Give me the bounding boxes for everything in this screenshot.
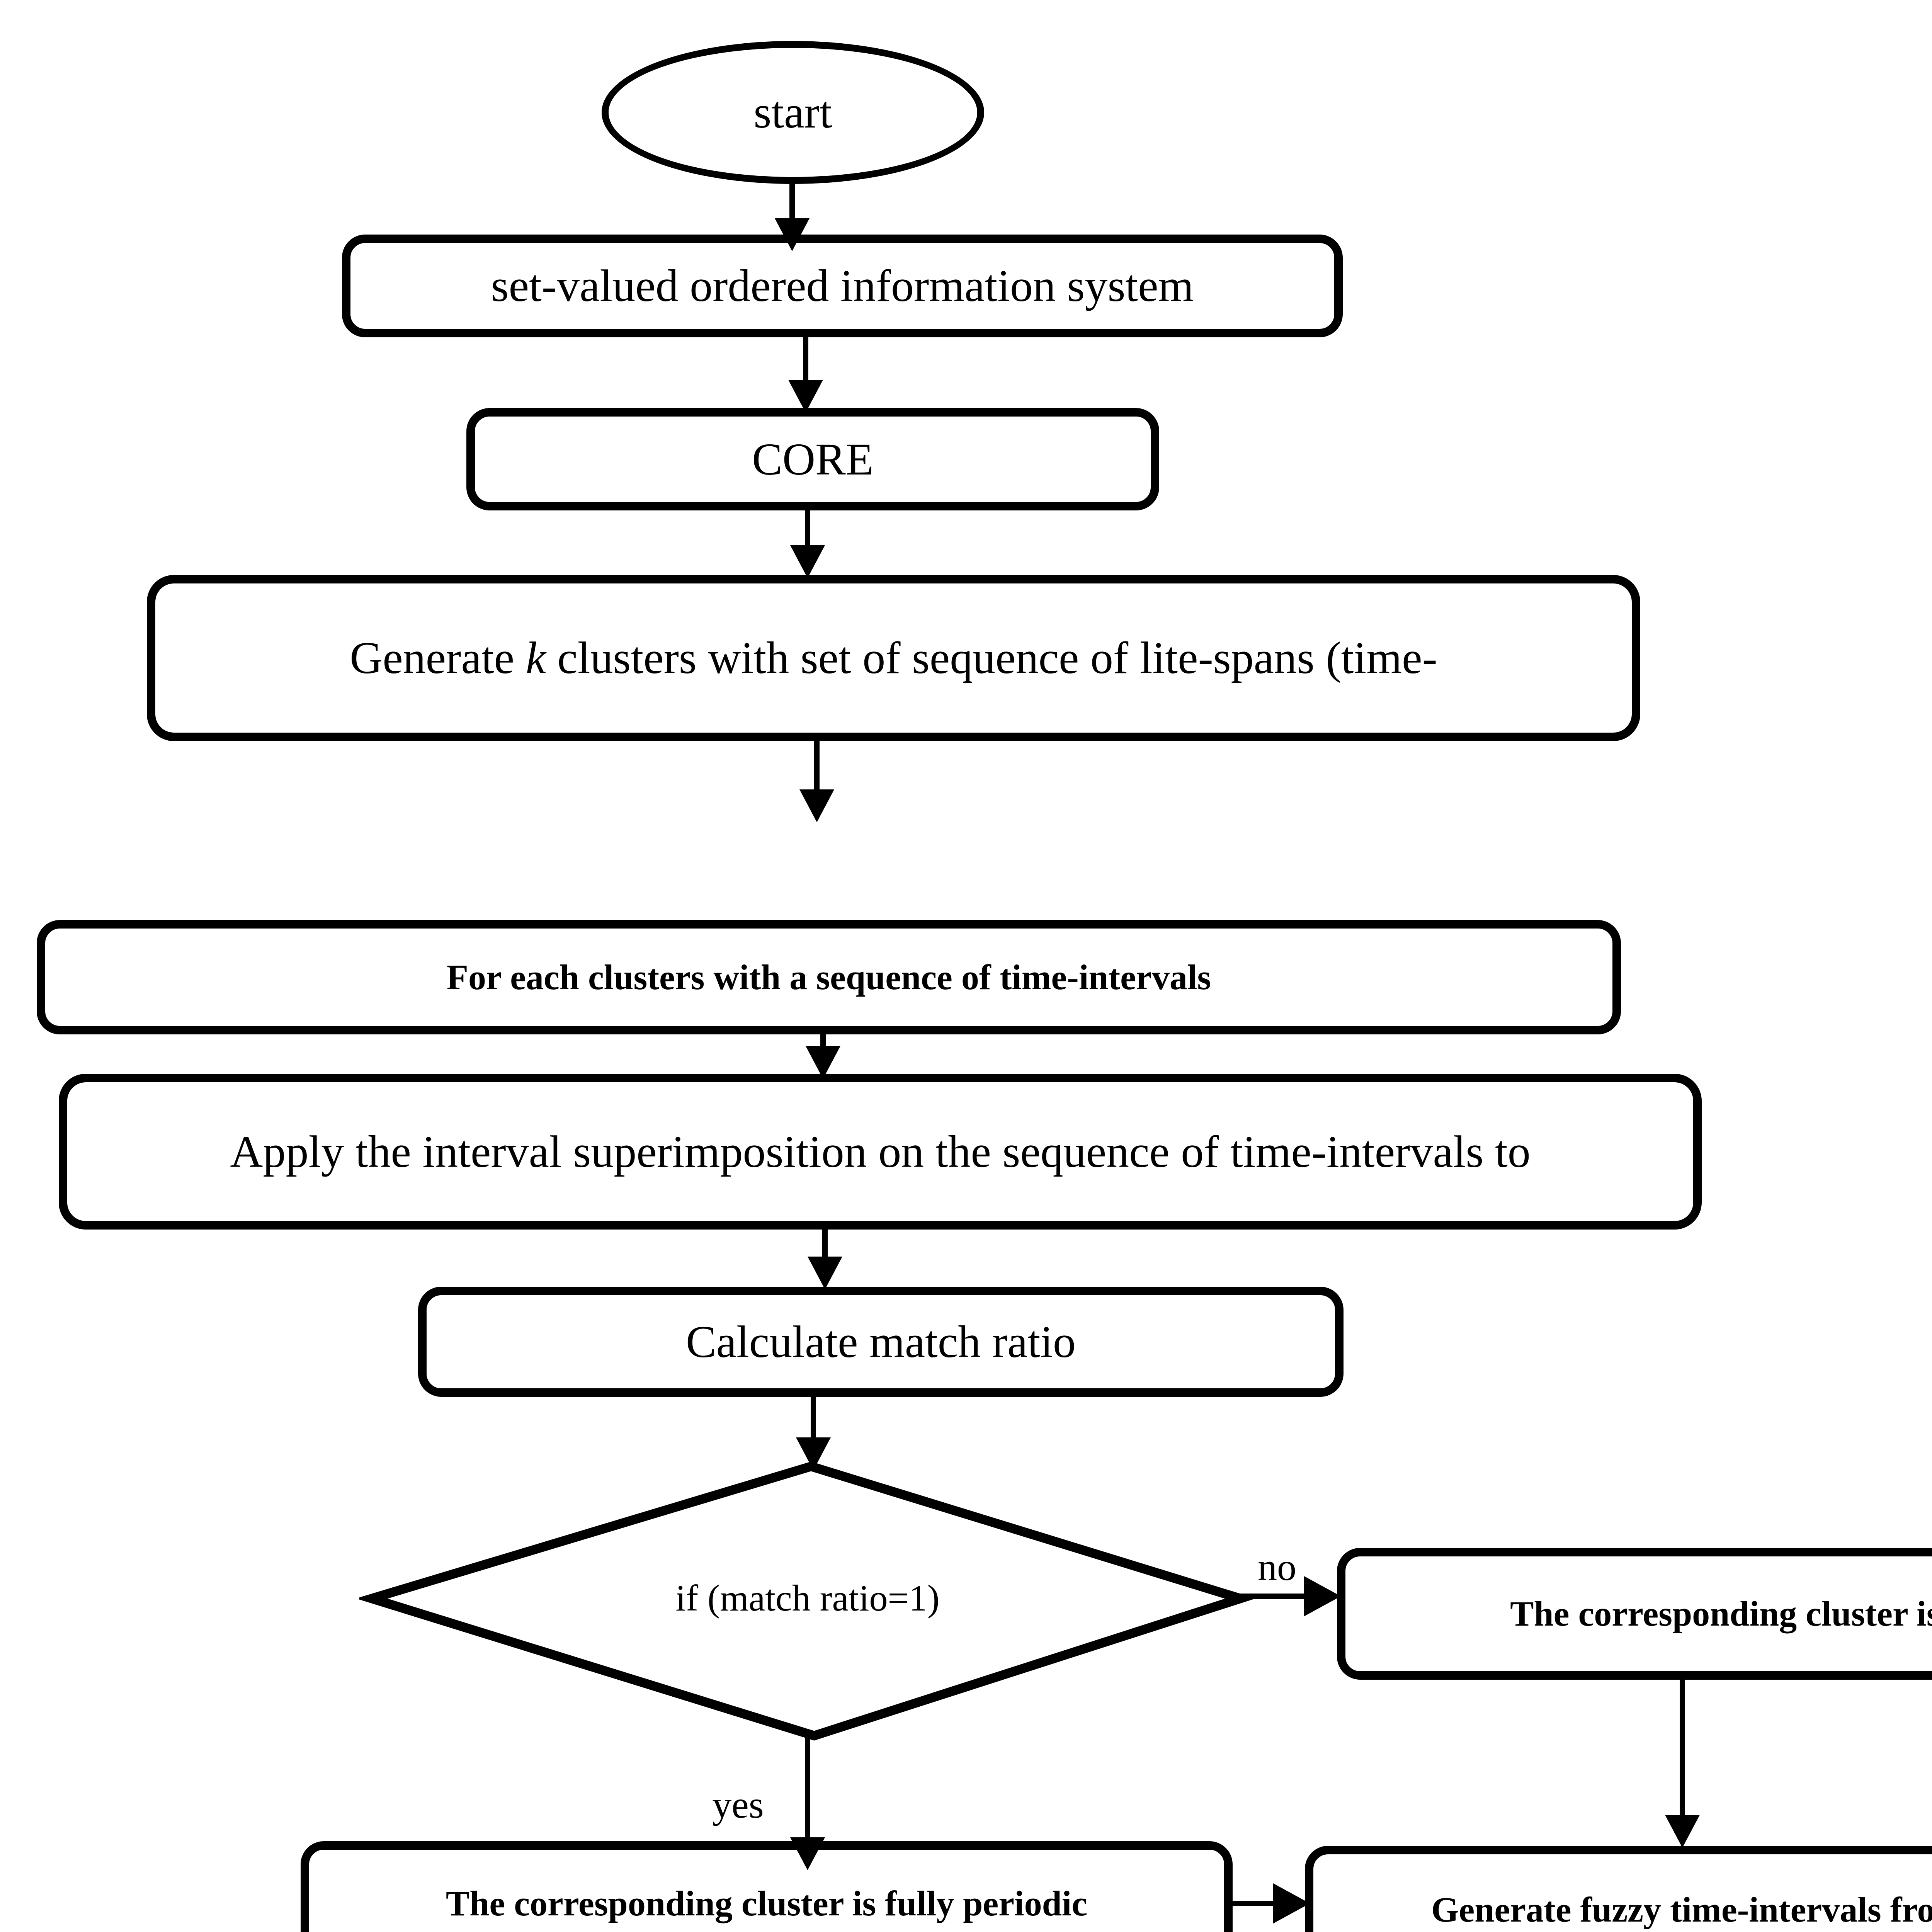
diamond-shape [359,1461,1256,1741]
arrow-no-head [1304,1576,1341,1616]
apply-superimposition-process: Apply the interval superimposition on th… [59,1074,1702,1230]
match-ratio-decision-label: if (match ratio=1) [675,1577,940,1619]
arrow-foreach-to-apply-head [806,1046,840,1079]
start-label: start [753,87,832,138]
arrow-core-to-generate-line [805,510,810,545]
partially-periodic-label: The corresponding cluster is partially [1510,1594,1932,1634]
start-terminator: start [602,41,984,184]
generate-clusters-suffix: clusters with set of sequence of lite-sp… [546,633,1437,684]
generate-clusters-var: k [526,633,546,684]
arrow-fully-to-fuzzy-head [1273,1883,1310,1923]
core-label: CORE [752,434,874,485]
arrow-calculate-to-decision-line [811,1397,816,1437]
arrow-apply-to-calculate-line [822,1230,828,1257]
core-process: CORE [466,408,1159,510]
arrow-calculate-to-decision-head [796,1437,831,1470]
arrow-no-line [1238,1594,1304,1599]
arrow-apply-to-calculate-head [808,1257,842,1289]
arrow-start-to-info-head [775,218,810,251]
edge-label-yes: yes [712,1783,764,1826]
fully-periodic-process: The corresponding cluster is fully perio… [301,1841,1233,1932]
info-system-label: set-valued ordered information system [491,260,1194,311]
match-ratio-decision-diamond [359,1461,1256,1741]
arrow-partially-to-fuzzy-line [1680,1680,1685,1815]
arrow-yes-head [790,1837,825,1870]
arrow-fully-to-fuzzy-line [1233,1901,1273,1906]
generate-fuzzy-process: Generate fuzzy time-intervals from [1305,1846,1932,1932]
calculate-match-ratio-label: Calculate match ratio [685,1316,1076,1367]
edge-label-no: no [1258,1545,1296,1588]
arrow-foreach-to-apply-line [820,1034,826,1046]
fully-periodic-label: The corresponding cluster is fully perio… [446,1884,1088,1923]
arrow-generate-down-head [799,789,834,822]
arrow-info-to-core-line [803,337,808,380]
generate-clusters-prefix: Generate [350,633,526,684]
generate-clusters-process: Generate k clusters with set of sequence… [147,575,1640,741]
arrow-yes-line [805,1736,810,1837]
arrow-partially-to-fuzzy-head [1665,1815,1700,1848]
calculate-match-ratio-process: Calculate match ratio [418,1287,1344,1397]
apply-superimposition-label: Apply the interval superimposition on th… [230,1126,1531,1177]
for-each-label: For each clusters with a sequence of tim… [446,957,1211,997]
generate-clusters-label: Generate k clusters with set of sequence… [350,634,1437,682]
arrow-start-to-info-line [789,182,795,218]
partially-periodic-process: The corresponding cluster is partially [1337,1548,1932,1680]
arrow-generate-down-line [814,741,820,789]
info-system-process: set-valued ordered information system [342,235,1343,337]
arrow-info-to-core-head [788,380,823,413]
arrow-core-to-generate-head [790,545,825,578]
for-each-process: For each clusters with a sequence of tim… [37,920,1621,1034]
generate-fuzzy-label: Generate fuzzy time-intervals from [1431,1889,1932,1929]
